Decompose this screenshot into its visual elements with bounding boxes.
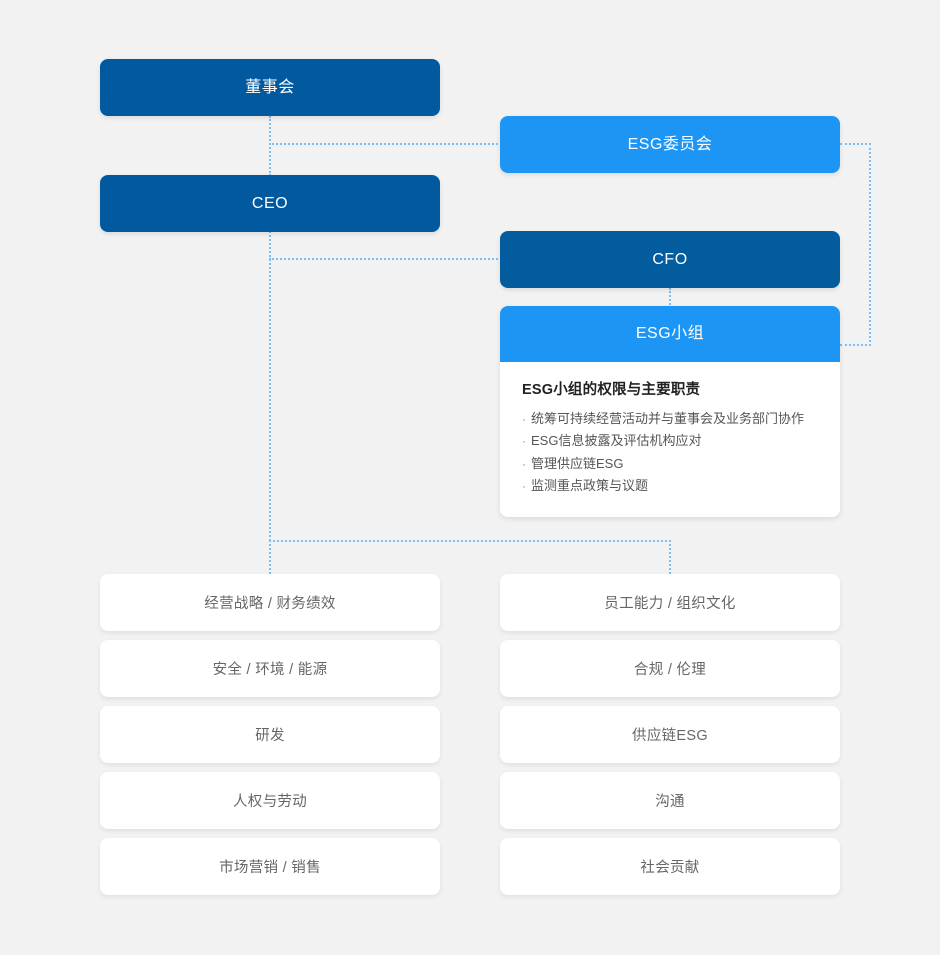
function-box-right-5[interactable]: 社会贡献 (500, 838, 840, 895)
function-box-right-4[interactable]: 沟通 (500, 772, 840, 829)
function-label: 人权与劳动 (233, 794, 307, 810)
connector-esg-team-loop-bottom (840, 344, 871, 346)
esg-team-header[interactable]: ESG小组 (500, 306, 840, 362)
function-label: 市场营销 / 销售 (219, 860, 321, 876)
function-label: 沟通 (655, 794, 685, 810)
connector-bus-to-left-column (269, 540, 271, 574)
esg-team-card[interactable]: ESG小组 ESG小组的权限与主要职责 · 统筹可持续经营活动并与董事会及业务部… (500, 306, 840, 518)
connector-board-to-esg-committee (269, 143, 502, 145)
function-label: 合规 / 伦理 (633, 662, 707, 678)
function-box-left-3[interactable]: 研发 (100, 706, 440, 763)
function-box-left-5[interactable]: 市场营销 / 销售 (100, 838, 440, 895)
connector-ceo-to-cfo (269, 258, 502, 260)
list-item: · 监测重点政策与议题 (522, 475, 818, 497)
bullet-icon: · (522, 456, 526, 471)
connector-board-to-ceo (269, 116, 271, 176)
function-box-left-1[interactable]: 经营战略 / 财务绩效 (100, 574, 440, 631)
esg-duty-text: 监测重点政策与议题 (531, 478, 649, 494)
esg-duty-text: 统筹可持续经营活动并与董事会及业务部门协作 (531, 411, 805, 426)
node-cfo[interactable]: CFO (500, 231, 840, 288)
connector-bottom-bus (269, 540, 671, 542)
esg-duties-list: · 统筹可持续经营活动并与董事会及业务部门协作 · ESG信息披露及评估机构应对… (522, 408, 818, 497)
function-box-right-2[interactable]: 合规 / 伦理 (500, 640, 840, 697)
esg-team-header-label: ESG小组 (635, 325, 705, 343)
node-esg-committee-label: ESG委员会 (627, 135, 713, 153)
node-board-of-directors[interactable]: 董事会 (100, 59, 440, 116)
node-esg-committee[interactable]: ESG委员会 (500, 116, 840, 173)
list-item: · 管理供应链ESG (522, 453, 818, 475)
function-label: 员工能力 / 组织文化 (604, 596, 736, 612)
connector-cfo-to-esg-team (669, 288, 671, 308)
connector-esg-loop-vertical (869, 143, 871, 346)
node-board-label: 董事会 (245, 78, 295, 96)
function-label: 社会贡献 (640, 860, 700, 876)
node-cfo-label: CFO (652, 250, 688, 268)
esg-duty-text: 管理供应链ESG (531, 455, 624, 471)
bullet-icon: · (522, 434, 526, 449)
bullet-icon: · (522, 412, 526, 426)
function-label: 安全 / 环境 / 能源 (212, 662, 328, 678)
function-label: 供应链ESG (632, 728, 708, 744)
connector-esg-committee-loop-top (840, 143, 871, 145)
function-box-right-1[interactable]: 员工能力 / 组织文化 (500, 574, 840, 631)
connector-bus-to-right-column (669, 540, 671, 574)
function-label: 经营战略 / 财务绩效 (204, 596, 336, 612)
function-box-left-4[interactable]: 人权与劳动 (100, 772, 440, 829)
node-ceo-label: CEO (251, 194, 289, 212)
function-label: 研发 (255, 728, 285, 744)
esg-duties-title: ESG小组的权限与主要职责 (522, 382, 701, 398)
node-ceo[interactable]: CEO (100, 175, 440, 232)
esg-team-body: ESG小组的权限与主要职责 · 统筹可持续经营活动并与董事会及业务部门协作 · … (500, 362, 840, 518)
list-item: · 统筹可持续经营活动并与董事会及业务部门协作 (522, 408, 818, 430)
function-box-right-3[interactable]: 供应链ESG (500, 706, 840, 763)
function-box-left-2[interactable]: 安全 / 环境 / 能源 (100, 640, 440, 697)
bullet-icon: · (522, 479, 526, 494)
esg-duty-text: ESG信息披露及评估机构应对 (531, 433, 702, 449)
list-item: · ESG信息披露及评估机构应对 (522, 430, 818, 452)
connector-ceo-trunk (269, 231, 271, 541)
